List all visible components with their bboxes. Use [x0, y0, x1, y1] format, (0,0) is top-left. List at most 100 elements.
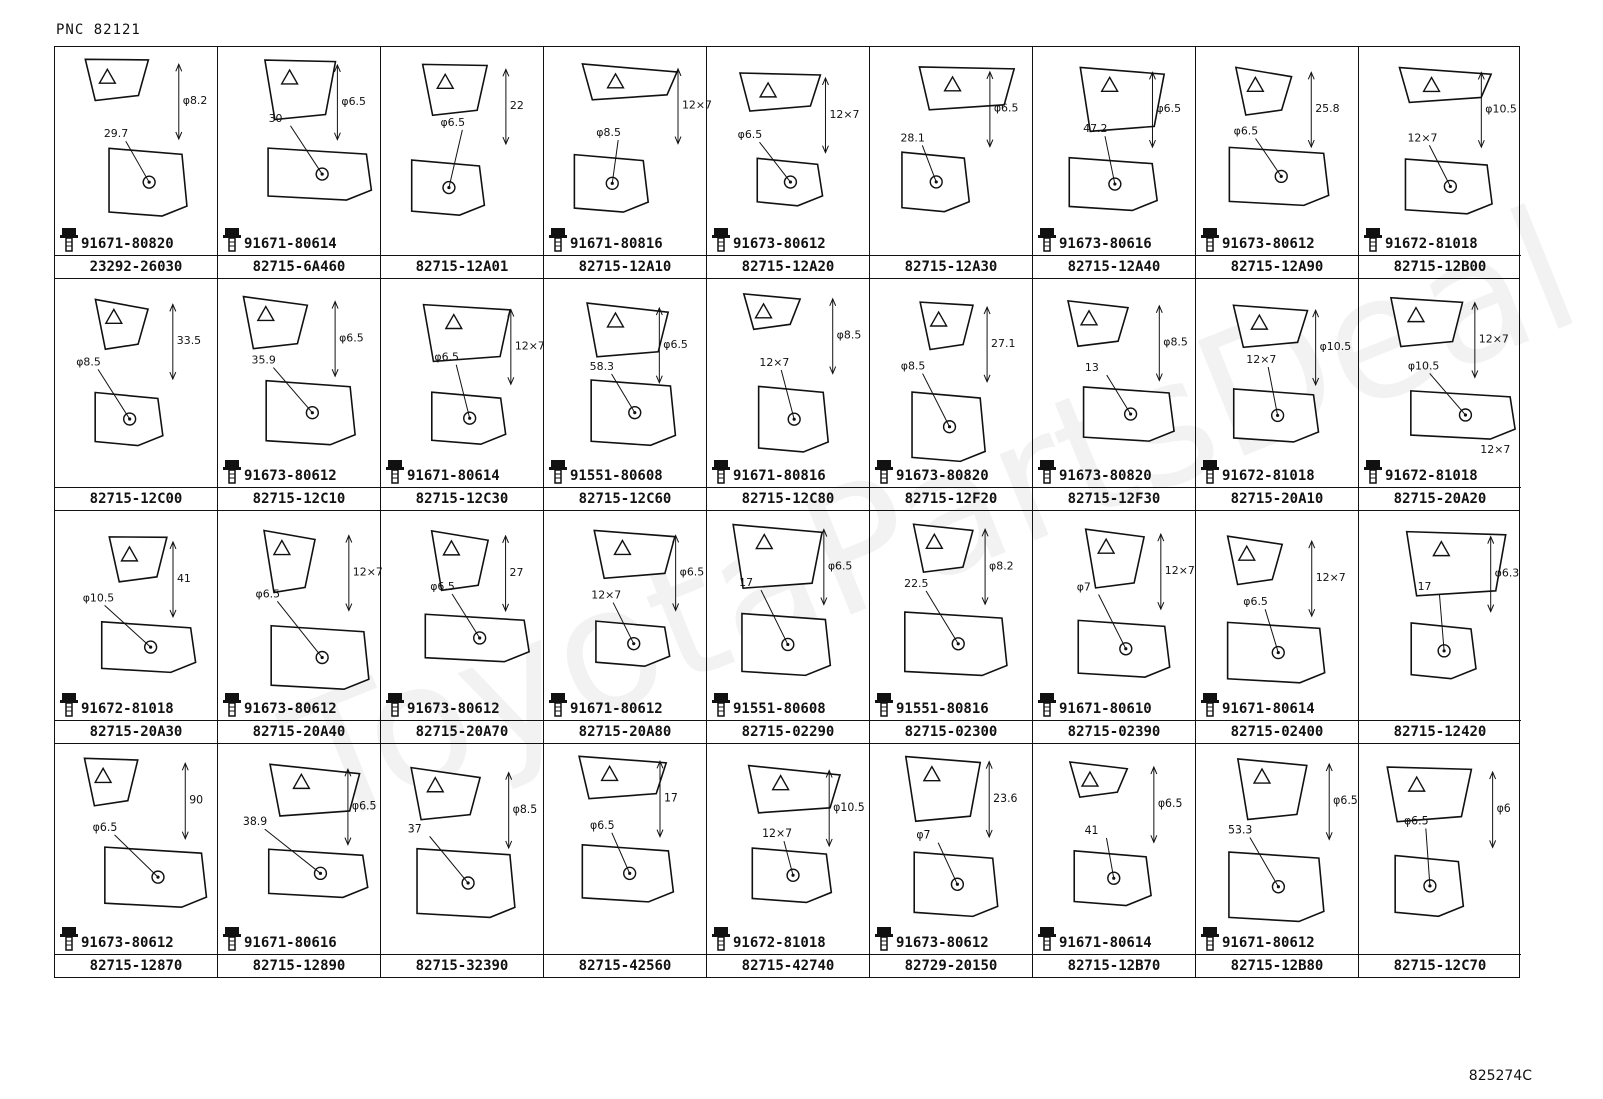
part-number[interactable]: 82715-02300: [870, 720, 1032, 743]
bolt-part-number: 91551-80608: [733, 701, 826, 717]
bolt-callout: 91671-80612: [548, 691, 663, 717]
bolt-part-number: 91671-80614: [407, 468, 500, 484]
dimension-label: 53.3: [1228, 823, 1252, 836]
part-number[interactable]: 82715-20A40: [218, 720, 380, 743]
dimension-label: 12×7: [682, 99, 712, 112]
part-number[interactable]: 82715-20A70: [381, 720, 543, 743]
part-number[interactable]: 82715-12C00: [55, 487, 217, 510]
part-number[interactable]: 82715-12A90: [1196, 255, 1358, 278]
part-number[interactable]: 82715-12F20: [870, 487, 1032, 510]
dimension-label: 12×7: [1165, 564, 1195, 577]
part-number[interactable]: 82715-12420: [1359, 720, 1521, 743]
part-number[interactable]: 82715-12A10: [544, 255, 706, 278]
bolt-icon: [875, 693, 893, 717]
part-number[interactable]: 23292-26030: [55, 255, 217, 278]
part-number[interactable]: 82715-20A10: [1196, 487, 1358, 510]
part-number[interactable]: 82715-12890: [218, 954, 380, 977]
bolt-part-number: 91672-81018: [81, 701, 174, 717]
part-number[interactable]: 82715-02400: [1196, 720, 1358, 743]
part-number[interactable]: 82715-12B80: [1196, 954, 1358, 977]
part-number[interactable]: 82715-12C70: [1359, 954, 1521, 977]
dimension-label: 12×7: [591, 589, 621, 602]
bolt-callout: 91673-80612: [711, 226, 826, 252]
dimension-label: 37: [408, 822, 422, 835]
part-number[interactable]: 82715-02390: [1033, 720, 1195, 743]
part-number[interactable]: 82715-12C30: [381, 487, 543, 510]
bolt-icon: [1201, 228, 1219, 252]
part-number[interactable]: 82715-20A20: [1359, 487, 1521, 510]
part-number[interactable]: 82715-12A01: [381, 255, 543, 278]
part-number[interactable]: 82715-42740: [707, 954, 869, 977]
part-number[interactable]: 82715-12B70: [1033, 954, 1195, 977]
part-number[interactable]: 82715-12C60: [544, 487, 706, 510]
part-number[interactable]: 82715-12B00: [1359, 255, 1521, 278]
part-number[interactable]: 82715-12C80: [707, 487, 869, 510]
part-number[interactable]: 82715-20A80: [544, 720, 706, 743]
part-number[interactable]: 82729-20150: [870, 954, 1032, 977]
part-number[interactable]: 82715-12A30: [870, 255, 1032, 278]
bolt-icon: [712, 693, 730, 717]
bolt-callout: 91671-80816: [548, 226, 663, 252]
dimension-label: 17: [739, 576, 753, 589]
part-number[interactable]: 82715-12C10: [218, 487, 380, 510]
part-number[interactable]: 82715-12F30: [1033, 487, 1195, 510]
dimension-label: φ10.5: [833, 801, 865, 814]
bolt-callout: 91673-80612: [222, 691, 337, 717]
dimension-label: φ10.5: [83, 591, 115, 604]
part-number[interactable]: 82715-32390: [381, 954, 543, 977]
part-number[interactable]: 82715-42560: [544, 954, 706, 977]
part-number[interactable]: 82715-02290: [707, 720, 869, 743]
dimension-label: 12×7: [515, 339, 545, 352]
part-number[interactable]: 82715-12870: [55, 954, 217, 977]
bolt-callout: 91673-80820: [874, 458, 989, 484]
part-number[interactable]: 82715-12A20: [707, 255, 869, 278]
part-number[interactable]: 82715-20A30: [55, 720, 217, 743]
part-number[interactable]: 82715-6A460: [218, 255, 380, 278]
part-number[interactable]: 82715-12A40: [1033, 255, 1195, 278]
